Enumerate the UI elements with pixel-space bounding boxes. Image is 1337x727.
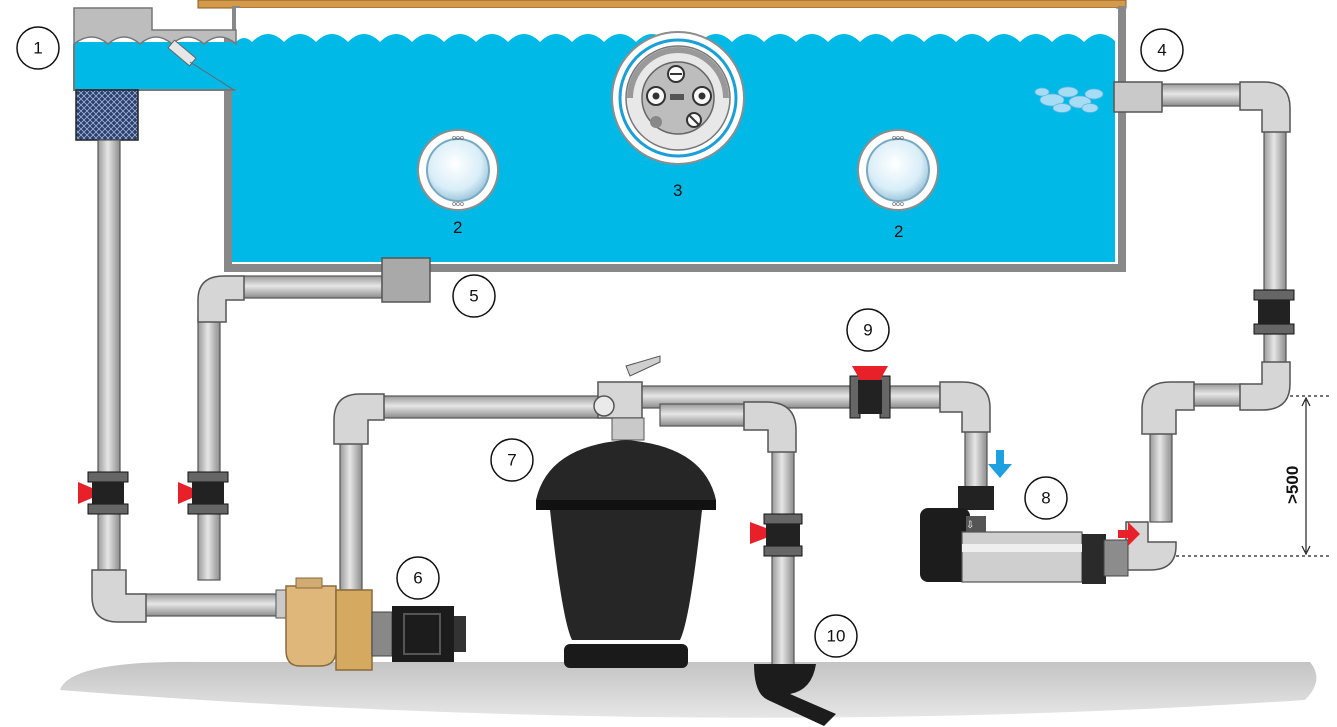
callout-c7: 7 [490,438,534,482]
valve-skimmer [78,482,124,504]
callout-circle [396,556,440,600]
callout-number: 8 [1041,489,1050,508]
water-surface [236,8,1116,42]
height-dimension [1176,395,1330,557]
label-counter-current: 3 [673,181,682,200]
callout-c8: 8 [1024,476,1068,520]
callout-circle [846,308,890,352]
svg-text:ooo: ooo [452,201,464,208]
callout-circle [490,438,534,482]
callout-circle [1140,28,1184,72]
svg-text:⇩: ⇩ [966,520,974,531]
return-fitting [1113,81,1163,113]
label-light-right: 2 [894,222,903,241]
counter-current-unit [611,31,745,165]
callout-c10: 10 [814,614,858,658]
svg-text:ooo: ooo [892,201,904,208]
callout-c1: 1 [16,26,60,70]
callout-circle [814,614,858,658]
pipe-unions [87,289,1295,557]
electric-heater: ⇩ [920,486,1129,584]
callout-number: 7 [507,451,516,470]
valve-heater-bypass [852,366,888,414]
label-light-left: 2 [453,218,462,237]
valve-main-drain [178,482,224,504]
callout-circle [1024,476,1068,520]
svg-text:ooo: ooo [892,135,904,142]
circulation-pump [275,577,466,671]
callout-circle [452,274,496,318]
flow-in-arrow [988,450,1012,478]
valve-waste [750,522,800,546]
skimmer [73,7,237,141]
callout-number: 5 [469,287,478,306]
callout-number: 10 [827,627,846,646]
pipework [97,83,1287,667]
callout-number: 6 [413,569,422,588]
callout-c6: 6 [396,556,440,600]
flow-out-arrow [1118,522,1140,546]
svg-text:ooo: ooo [452,135,464,142]
waste-outlet [754,664,836,726]
ground [60,661,1317,718]
union-return [1258,300,1290,324]
pool-light-right: ooo ooo [857,129,939,211]
callout-c9: 9 [846,308,890,352]
return-jet-bubbles [1034,86,1104,113]
callout-number: 9 [863,321,872,340]
callout-number: 4 [1157,41,1166,60]
callout-c5: 5 [452,274,496,318]
callout-number: 1 [33,39,42,58]
callout-c4: 4 [1140,28,1184,72]
height-dimension-label: >500 [1283,466,1302,504]
sand-filter [536,355,716,668]
pool-deck-wood [197,0,1127,9]
main-drain-fitting [381,257,431,303]
callout-circle [16,26,60,70]
callouts: 1 4 5 6 7 8 9 10 [16,26,1184,658]
pool-light-left: ooo ooo [417,129,499,211]
